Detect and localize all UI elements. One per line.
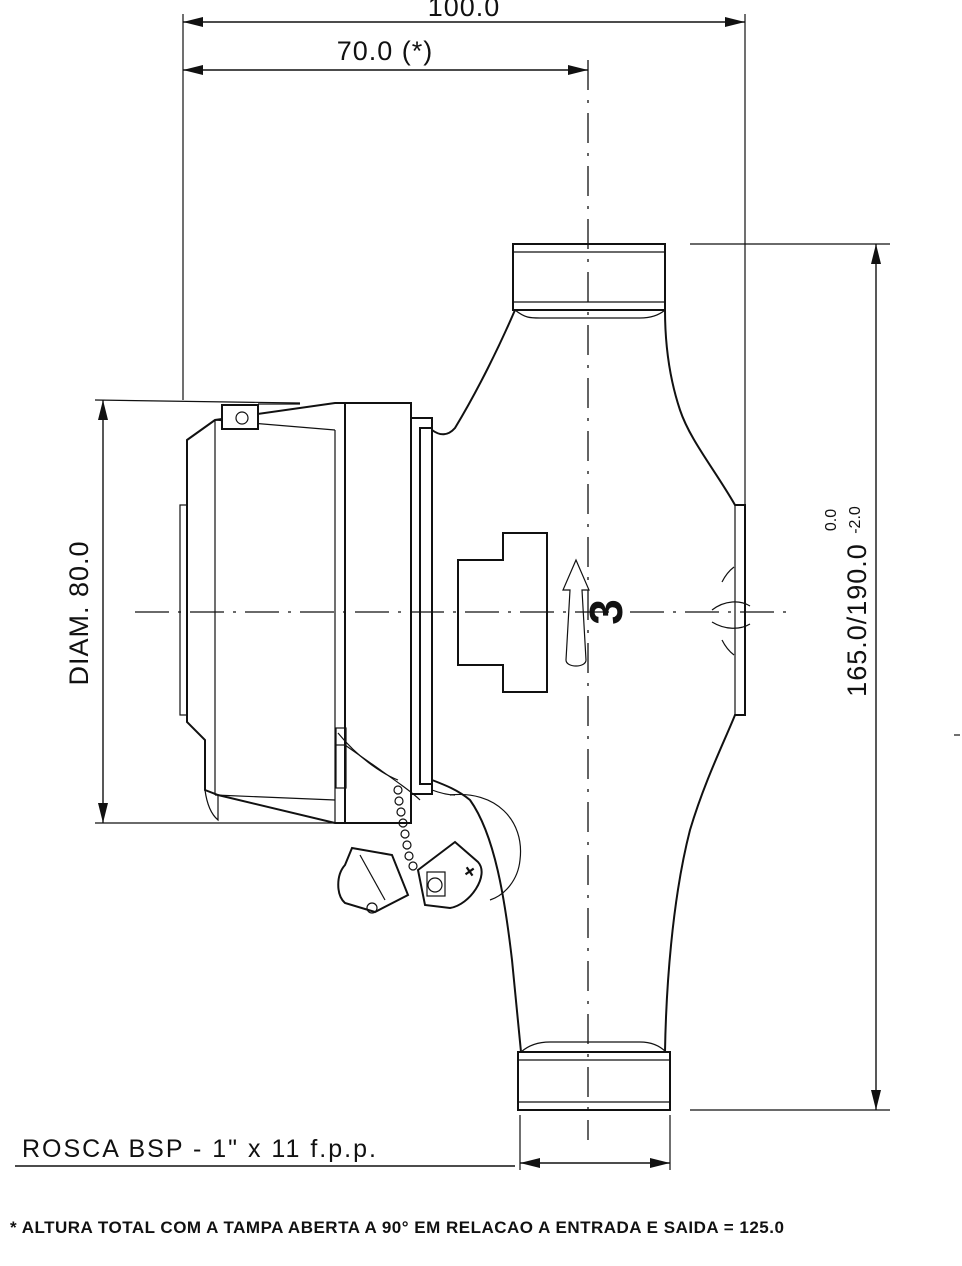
dimension-length: 165.0/190.0 0.0 -2.0 <box>823 244 881 1110</box>
flow-direction-arrow-icon <box>562 558 590 667</box>
thread-label: ROSCA BSP - 1" x 11 f.p.p. <box>22 1135 378 1163</box>
thread-callout: ROSCA BSP - 1" x 11 f.p.p. <box>15 1135 670 1168</box>
lid-hinge <box>221 404 259 430</box>
register-housing <box>179 402 433 824</box>
dimension-height-closed-label: 70.0 (*) <box>337 36 434 66</box>
dimension-overall-width-label: 100.0 <box>428 0 501 22</box>
dimension-diameter-label: DIAM. 80.0 <box>64 540 94 685</box>
outlet-fitting <box>517 1051 671 1111</box>
meter-body <box>431 243 751 1111</box>
lead-seal <box>337 846 410 914</box>
extension-lines <box>94 14 890 1170</box>
footnote: * ALTURA TOTAL COM A TAMPA ABERTA A 90° … <box>10 1218 784 1237</box>
dimension-length-tolerance-lower: -2.0 <box>847 506 864 534</box>
dimension-diameter: DIAM. 80.0 <box>64 400 108 823</box>
dimension-height-closed: 70.0 (*) <box>183 36 588 75</box>
dimension-length-tolerance-upper: 0.0 <box>823 509 840 531</box>
dimension-overall-width: 100.0 <box>183 0 745 27</box>
side-nozzle <box>457 532 548 693</box>
dimension-length-label: 165.0/190.0 <box>842 543 872 697</box>
center-lines <box>135 60 790 1140</box>
seal-assembly: + <box>337 732 522 914</box>
seal-chain <box>393 785 418 871</box>
inlet-fitting <box>512 243 666 311</box>
